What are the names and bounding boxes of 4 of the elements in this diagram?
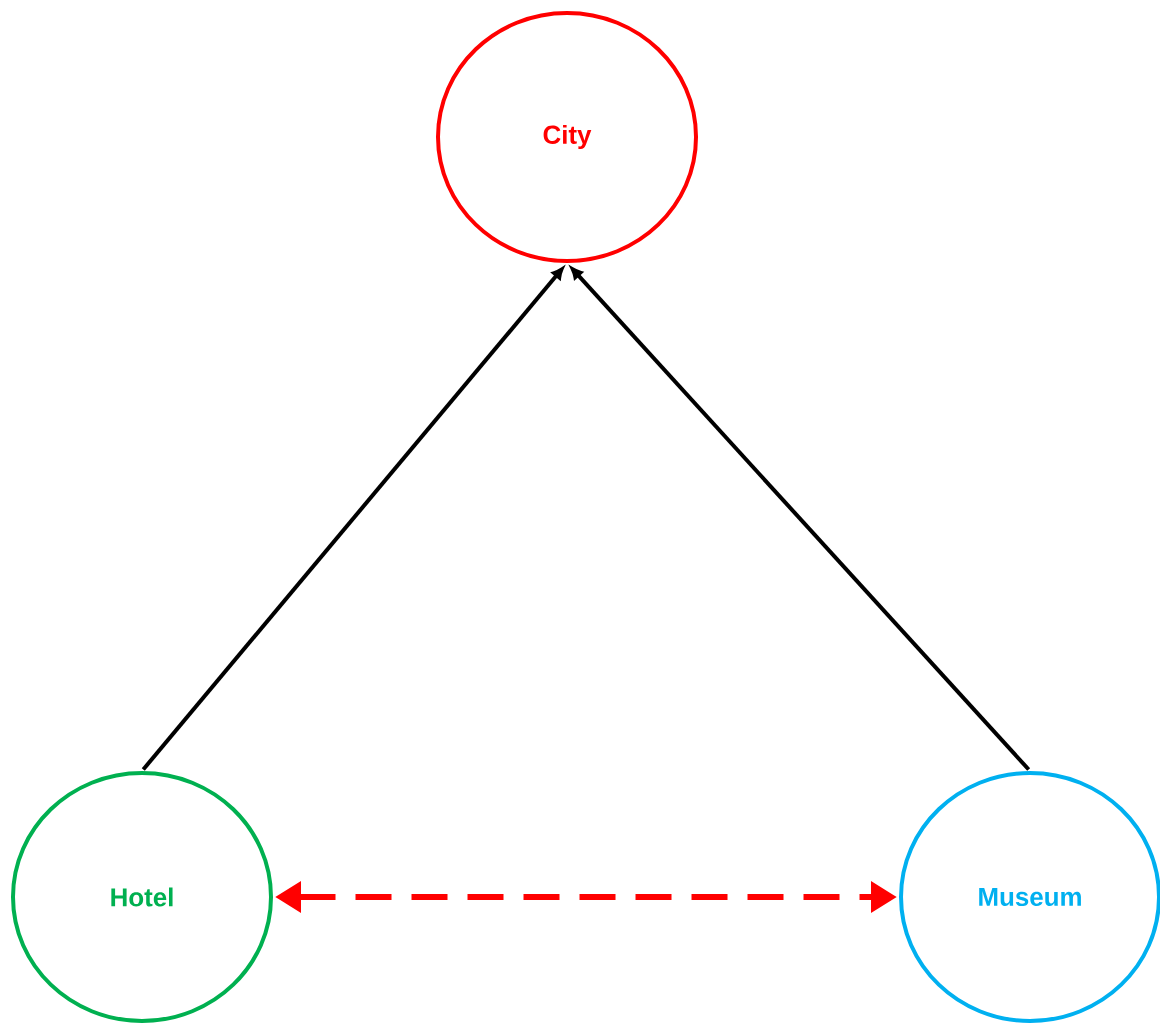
circle-node: Hotel [11, 771, 273, 1023]
arrow [570, 267, 1031, 771]
circle-node: City [436, 11, 698, 263]
arrow [141, 267, 564, 771]
